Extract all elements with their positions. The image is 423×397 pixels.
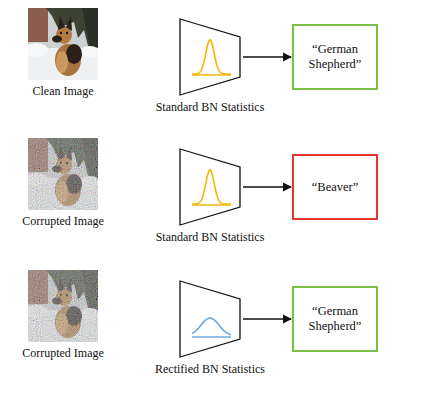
trapezoid-shape	[179, 18, 241, 96]
block-label: Standard BN Statistics	[156, 230, 265, 244]
image-caption: Corrupted Image	[22, 214, 104, 228]
prediction-text: “German Shepherd”	[303, 42, 367, 72]
trapezoid-shape	[179, 280, 241, 358]
prediction-text: “German Shepherd”	[303, 304, 367, 334]
corrupted-photo	[28, 138, 98, 210]
trapezoid-shape	[179, 148, 241, 226]
block-label: Rectified BN Statistics	[155, 362, 265, 376]
arrow-connector	[243, 56, 291, 57]
network-block: Standard BN Statistics	[150, 18, 270, 118]
clean-photo	[28, 8, 98, 80]
prediction-text: “Beaver”	[312, 180, 359, 195]
network-block: Standard BN Statistics	[150, 148, 270, 248]
image-caption: Corrupted Image	[22, 346, 104, 360]
network-block: Rectified BN Statistics	[150, 280, 270, 380]
arrow-connector	[243, 318, 291, 319]
output-box: “German Shepherd”	[292, 286, 378, 352]
corrupted-photo	[28, 270, 98, 342]
block-label: Standard BN Statistics	[156, 100, 265, 114]
output-box: “German Shepherd”	[292, 24, 378, 90]
arrow-connector	[243, 186, 291, 187]
output-box: “Beaver”	[292, 154, 378, 220]
image-caption: Clean Image	[33, 84, 94, 98]
